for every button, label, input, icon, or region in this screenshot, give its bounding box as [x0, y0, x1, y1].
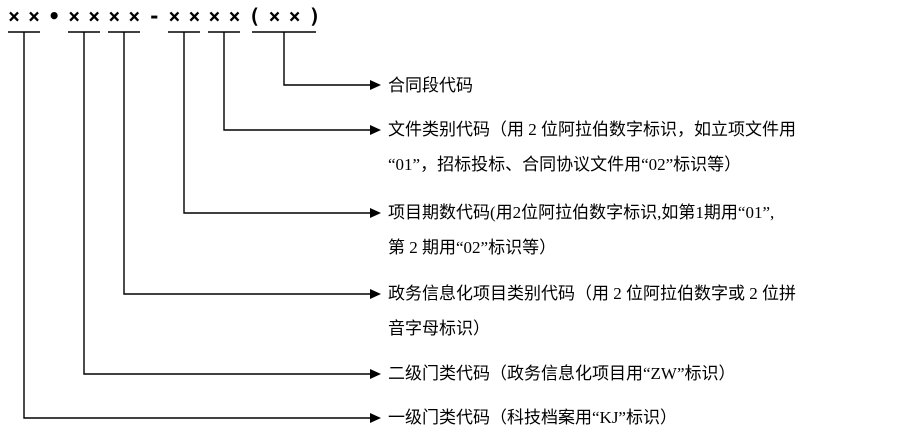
- label-egov-project-category-code: 政务信息化项目类别代码（用 2 位阿拉伯数字或 2 位拼 音字母标识）: [388, 284, 796, 338]
- connector-project-phase: [183, 32, 370, 214]
- connector-file-category: [223, 32, 370, 131]
- connector-contract-section: [283, 32, 370, 86]
- archival-code-pattern: ××•××××-××××(××): [8, 4, 329, 28]
- label-file-category-code: 文件类别代码（用 2 位阿拉伯数字标识，如立项文件用 “01”，招标投标、合同协…: [388, 120, 796, 174]
- connector-egov-category: [123, 32, 370, 295]
- connector-first-level: [23, 32, 370, 419]
- label-project-phase-code: 项目期数代码(用2位阿拉伯数字标识,如第1期用“01”, 第 2 期用“02”标…: [388, 203, 775, 257]
- arrowhead-icon: [370, 369, 381, 379]
- arrowhead-icon: [370, 289, 381, 299]
- arrowhead-icon: [370, 413, 381, 423]
- label-first-level-category-code: 一级门类代码（科技档案用“KJ”标识）: [388, 408, 677, 427]
- arrowhead-icon: [370, 80, 381, 90]
- arrowhead-icon: [370, 208, 381, 218]
- arrowhead-icon: [370, 125, 381, 135]
- label-second-level-category-code: 二级门类代码（政务信息化项目用“ZW”标识）: [388, 364, 736, 383]
- label-contract-section-code: 合同段代码: [388, 76, 473, 95]
- connector-second-level: [83, 32, 370, 375]
